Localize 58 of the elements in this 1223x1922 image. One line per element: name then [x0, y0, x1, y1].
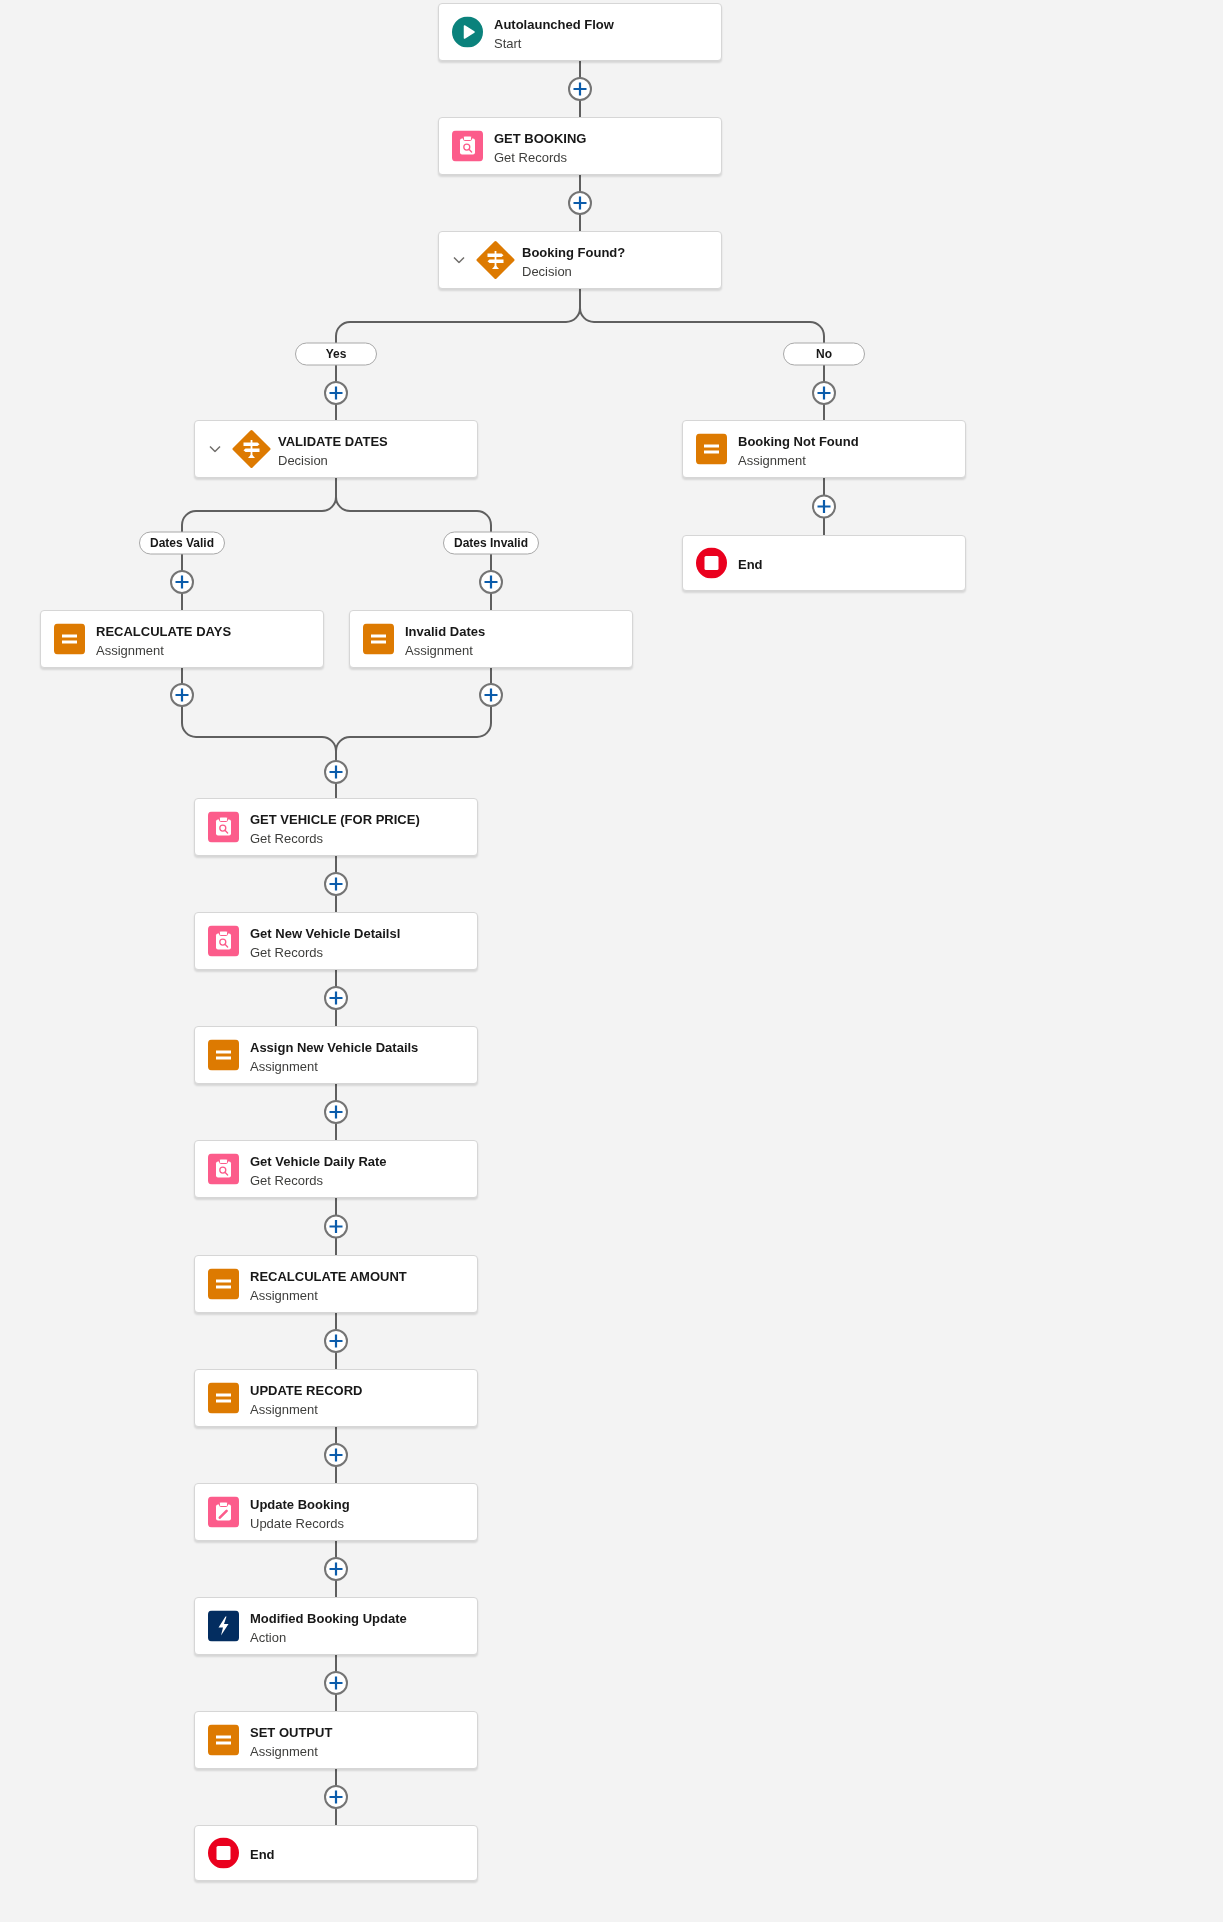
flow-element-card [194, 1711, 478, 1769]
flow-element-card [194, 1369, 478, 1427]
node-title: SET OUTPUT [250, 1723, 333, 1741]
edge-label: Dates Valid [139, 531, 225, 555]
node-title: End [250, 1846, 275, 1863]
node-type-label: Action [250, 1628, 287, 1646]
connector-line [579, 288, 825, 421]
connector-line [335, 667, 492, 752]
node-type-label: Decision [522, 262, 572, 280]
flow-element-card [682, 535, 966, 591]
node-type-label: Assignment [250, 1400, 318, 1418]
node-type-label: Assignment [96, 641, 164, 659]
node-title: GET BOOKING [494, 129, 587, 147]
node-title: Invalid Dates [405, 622, 486, 640]
node-type-label: Get Records [250, 943, 323, 961]
flow-element-card [40, 610, 324, 668]
node-title: Assign New Vehicle Datails [250, 1038, 419, 1056]
flow-element-card [349, 610, 633, 668]
node-title: End [738, 556, 763, 573]
flow-element-card [438, 3, 722, 61]
node-title: Get Vehicle Daily Rate [250, 1152, 387, 1170]
node-title: VALIDATE DATES [278, 432, 388, 450]
node-title: Autolaunched Flow [494, 15, 614, 33]
node-title: GET VEHICLE (FOR PRICE) [250, 810, 420, 828]
node-type-label: Get Records [494, 148, 567, 166]
node-type-label: Assignment [250, 1057, 318, 1075]
flow-element-card [194, 798, 478, 856]
flow-element-card [438, 117, 722, 175]
flow-element-card [194, 912, 478, 970]
node-type-label: Get Records [250, 1171, 323, 1189]
flow-element-card [194, 1597, 478, 1655]
node-type-label: Start [494, 34, 522, 52]
node-title: Modified Booking Update [250, 1609, 407, 1627]
node-type-label: Assignment [250, 1286, 318, 1304]
node-type-label: Assignment [250, 1742, 318, 1760]
flow-element-card [194, 1255, 478, 1313]
node-title: Get New Vehicle Detailsl [250, 924, 401, 942]
node-title: RECALCULATE AMOUNT [250, 1267, 407, 1285]
edge-label: Yes [295, 342, 377, 366]
node-type-label: Decision [278, 451, 328, 469]
node-type-label: Update Records [250, 1514, 344, 1532]
node-title: Booking Not Found [738, 432, 859, 450]
node-title: Update Booking [250, 1495, 350, 1513]
node-type-label: Get Records [250, 829, 323, 847]
node-title: RECALCULATE DAYS [96, 622, 232, 640]
flow-element-card [438, 231, 722, 289]
edge-label: No [783, 342, 865, 366]
flow-element-card [194, 1483, 478, 1541]
node-title: UPDATE RECORD [250, 1381, 363, 1399]
flow-element-card [194, 1825, 478, 1881]
node-type-label: Assignment [405, 641, 473, 659]
flow-element-card [194, 1026, 478, 1084]
flow-element-card [194, 420, 478, 478]
flow-element-card [194, 1140, 478, 1198]
node-type-label: Assignment [738, 451, 806, 469]
flow-element-card [682, 420, 966, 478]
edge-label: Dates Invalid [443, 531, 539, 555]
node-title: Booking Found? [522, 243, 626, 261]
